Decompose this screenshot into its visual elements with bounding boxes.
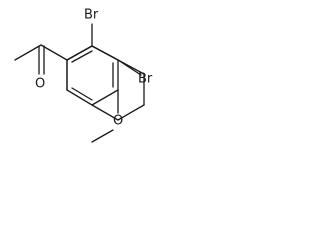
ring-edge-top-right bbox=[91, 45, 119, 61]
ring-bond-c6-c7 bbox=[91, 104, 119, 121]
ring-double-bond-inner-bottom bbox=[71, 87, 93, 101]
chemical-structure-diagram: Br Br O O bbox=[14, 8, 153, 143]
atom-label-br-top: Br bbox=[84, 8, 99, 23]
atom-label-br-right: Br bbox=[138, 72, 153, 87]
ring-edge-bottom-right bbox=[91, 89, 119, 106]
ring-double-bond-inner-top bbox=[71, 50, 93, 63]
bond-methoxy-o-methyl bbox=[91, 129, 114, 143]
bond-ring-carbonyl bbox=[40, 44, 68, 61]
bond-carbonyl-methyl bbox=[14, 44, 42, 61]
atom-label-o-methoxy: O bbox=[113, 114, 123, 129]
ring-edge-bottom-left bbox=[66, 89, 93, 106]
ring-bond-c5-c6 bbox=[117, 104, 145, 121]
atom-label-o-carbonyl: O bbox=[35, 77, 45, 92]
bond-ring-br-right bbox=[117, 59, 142, 76]
ring-edge-top-left bbox=[66, 45, 93, 61]
